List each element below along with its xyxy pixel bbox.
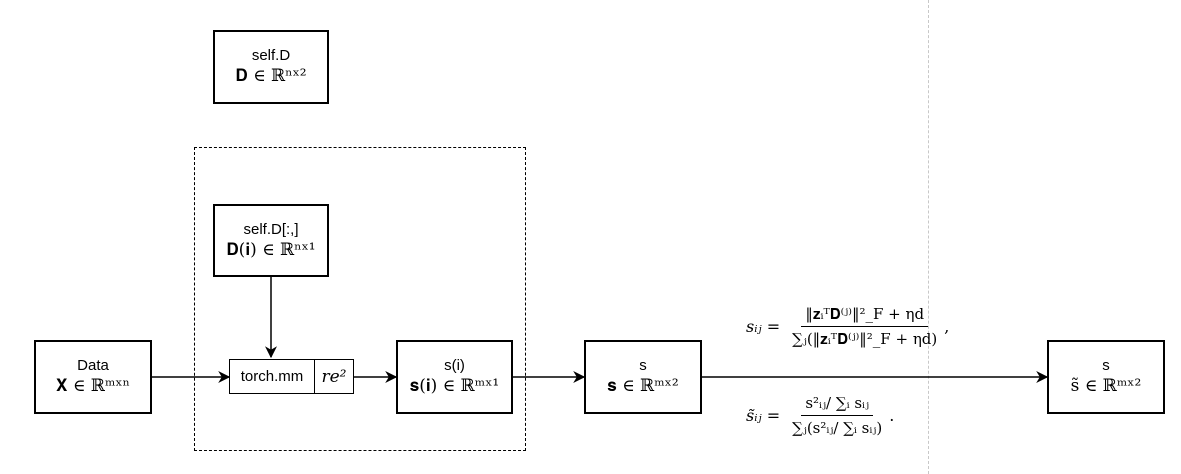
data-node: Data 𝐗 ∈ ℝᵐˣⁿ (34, 340, 152, 414)
s-i-node: s(i) 𝐬(𝐢) ∈ ℝᵐˣ¹ (396, 340, 513, 414)
formula-s-ij-denominator: ∑ⱼ(‖𝐳ᵢᵀ𝐃⁽ʲ⁾‖²_F + ηd) (792, 330, 938, 348)
s-node: s 𝐬 ∈ ℝᵐˣ² (584, 340, 702, 414)
torch-mm-node: torch.mm (229, 359, 315, 394)
s-i-math: 𝐬(𝐢) ∈ ℝᵐˣ¹ (409, 376, 500, 396)
self-d-label: self.D (251, 47, 291, 64)
data-math: 𝐗 ∈ ℝᵐˣⁿ (56, 376, 130, 396)
self-d-node: self.D 𝐃 ∈ ℝⁿˣ² (213, 30, 329, 104)
s-i-label: s(i) (444, 357, 465, 374)
self-d-column-node: self.D[:,] 𝐃(𝐢) ∈ ℝⁿˣ¹ (213, 204, 329, 277)
s-tilde-math: s̃ ∈ ℝᵐˣ² (1070, 376, 1142, 396)
square-op-node: re² (314, 359, 354, 394)
page-guide-line (928, 0, 929, 474)
formula-s-ij-lhs: sᵢⱼ = (746, 317, 781, 336)
formula-s-ij-fraction: ‖𝐳ᵢᵀ𝐃⁽ʲ⁾‖²_F + ηd ∑ⱼ(‖𝐳ᵢᵀ𝐃⁽ʲ⁾‖²_F + ηd) (788, 305, 941, 348)
square-op-label: re² (321, 366, 347, 387)
formula-s-ij: sᵢⱼ = ‖𝐳ᵢᵀ𝐃⁽ʲ⁾‖²_F + ηd ∑ⱼ(‖𝐳ᵢᵀ𝐃⁽ʲ⁾‖²_F … (746, 305, 949, 348)
formula-s-tilde-ij-numerator: s²ᵢⱼ/ ∑ᵢ sᵢⱼ (801, 394, 874, 416)
s-math: 𝐬 ∈ ℝᵐˣ² (607, 376, 679, 396)
formula-s-tilde-ij-period: . (889, 406, 895, 425)
s-tilde-node: s s̃ ∈ ℝᵐˣ² (1047, 340, 1165, 414)
s-label: s (639, 357, 647, 374)
formula-s-tilde-ij-fraction: s²ᵢⱼ/ ∑ᵢ sᵢⱼ ∑ⱼ(s²ᵢⱼ/ ∑ᵢ sᵢⱼ) (788, 394, 886, 437)
formula-s-tilde-ij-lhs: s̃ᵢⱼ = (746, 406, 781, 425)
formula-s-ij-comma: , (944, 317, 950, 336)
dictionary-loop-group (194, 147, 526, 451)
formula-s-tilde-ij: s̃ᵢⱼ = s²ᵢⱼ/ ∑ᵢ sᵢⱼ ∑ⱼ(s²ᵢⱼ/ ∑ᵢ sᵢⱼ) . (746, 394, 894, 437)
s-tilde-label: s (1102, 357, 1110, 374)
torch-mm-label: torch.mm (240, 367, 304, 385)
self-d-math: 𝐃 ∈ ℝⁿˣ² (235, 66, 307, 86)
self-d-column-math: 𝐃(𝐢) ∈ ℝⁿˣ¹ (226, 239, 316, 260)
formula-s-ij-numerator: ‖𝐳ᵢᵀ𝐃⁽ʲ⁾‖²_F + ηd (801, 305, 929, 327)
data-label: Data (77, 357, 109, 374)
self-d-column-label: self.D[:,] (243, 220, 299, 238)
formula-s-tilde-ij-denominator: ∑ⱼ(s²ᵢⱼ/ ∑ᵢ sᵢⱼ) (792, 419, 883, 437)
